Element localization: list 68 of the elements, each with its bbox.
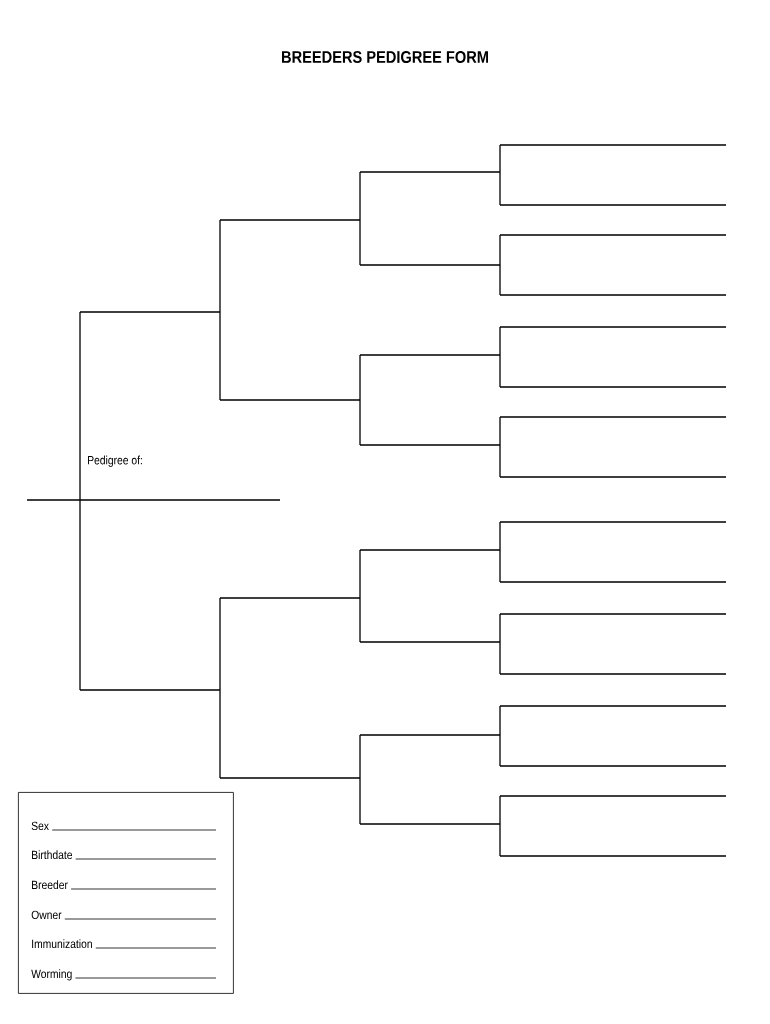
fill-in-line (499, 476, 727, 478)
fill-in-line (499, 581, 727, 583)
fill-in-line (79, 311, 221, 313)
bracket-line (359, 171, 361, 221)
fill-in-line (359, 641, 501, 643)
bracket-line (359, 549, 361, 599)
title: BREEDERS PEDIGREE FORM (282, 51, 488, 63)
bracket-line (499, 521, 501, 551)
bracket-line (359, 219, 361, 266)
fill-in-line (359, 823, 501, 825)
bracket-line (219, 689, 221, 779)
form-label: Breeder (32, 880, 68, 890)
bracket-line (359, 399, 361, 446)
bracket-line (359, 597, 361, 643)
bracket-line (359, 734, 361, 779)
fill-in-line (499, 613, 727, 615)
fill-in-line (219, 777, 361, 779)
bracket-line (499, 795, 501, 825)
bracket-line (219, 597, 221, 691)
fill-in-line (359, 354, 501, 356)
bracket-line (219, 311, 221, 401)
bracket-line (219, 219, 221, 313)
fill-in-line (499, 855, 727, 857)
bracket-line (499, 326, 501, 356)
fill-in-line (499, 705, 727, 707)
fill-in-line (499, 673, 727, 675)
bracket-line (359, 777, 361, 825)
fill-in-line (219, 399, 361, 401)
bracket-line (499, 734, 501, 767)
form-label: Worming (31, 969, 72, 981)
fill-in-line (499, 765, 727, 767)
bracket-line (499, 705, 501, 736)
bracket-line (499, 823, 501, 857)
fill-in-line (499, 204, 727, 206)
bracket-line (79, 311, 81, 501)
form-label: Immunization (32, 939, 92, 949)
bracket-line (499, 641, 501, 675)
fill-in-line (499, 294, 727, 296)
bracket-line (499, 264, 501, 296)
bracket-line (499, 549, 501, 583)
fill-in-line (219, 219, 361, 221)
bracket-line (499, 444, 501, 478)
bracket-line (499, 171, 501, 206)
bracket-line (499, 416, 501, 446)
fill-in-line (359, 549, 501, 551)
fill-in-line (499, 326, 727, 328)
fill-in-line (499, 386, 727, 388)
fill-in-line (499, 795, 727, 797)
fill-in-line (499, 416, 727, 418)
fill-in-line (359, 171, 501, 173)
fill-in-line (359, 264, 501, 266)
fill-in-line (79, 689, 221, 691)
form-label: Birthdate (32, 850, 73, 860)
bracket-line (499, 234, 501, 266)
form-label: Sex (31, 821, 49, 831)
form-label: Owner (31, 910, 62, 920)
form-label: Pedigree of: (88, 455, 142, 467)
bracket-line (79, 499, 81, 691)
bracket-line (499, 354, 501, 388)
bracket-line (499, 144, 501, 173)
fill-in-line (499, 144, 727, 146)
fill-in-line (499, 521, 727, 523)
bracket-line (499, 613, 501, 643)
fill-in-line (219, 597, 361, 599)
fill-in-line (359, 734, 501, 736)
bracket-line (359, 354, 361, 401)
fill-in-line (359, 444, 501, 446)
fill-in-line (499, 234, 727, 236)
